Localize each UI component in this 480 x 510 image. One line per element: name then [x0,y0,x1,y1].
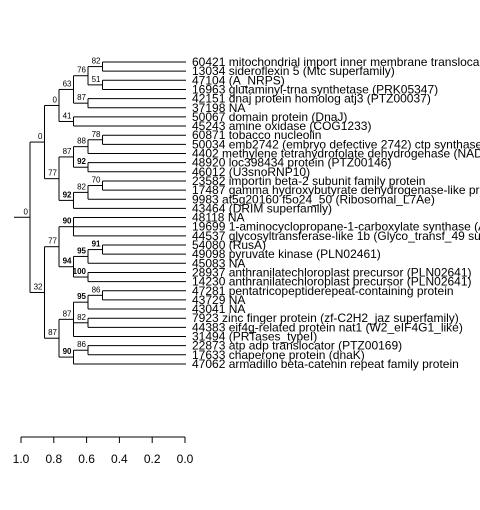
support-value: 41 [63,111,72,120]
leaf-label: 16963 glutaminyl-trna synthetase (PRK053… [192,82,438,96]
axis-tick-label: 1.0 [13,452,30,466]
support-value: 78 [92,130,101,139]
support-value: 91 [92,240,101,249]
support-value: 82 [77,182,86,191]
leaf-label: 49098 pyruvate kinase (PLN02461) [192,247,381,261]
leaf-labels: 60421 mitochondrial import inner membran… [192,55,480,371]
leaf-label: 9983 at5g20160 f5o24_50 (Ribosomal_L7Ae) [192,192,435,206]
support-value: 76 [77,66,86,75]
support-value: 87 [63,147,72,156]
support-value: 92 [77,157,86,166]
support-value: 0 [38,132,43,141]
support-values: 0 0 0 63 76 82 51 87 41 77 87 88 78 92 92 82 70 32 77 90 94 9… [24,57,101,357]
leaf-label: 54080 (RusA) [192,238,266,252]
support-value: 95 [77,246,86,255]
support-value: 92 [63,190,72,199]
support-value: 100 [73,267,87,276]
leaf-label: 45243 amine oxidase (COG1233) [192,119,371,133]
support-value: 0 [53,95,58,104]
support-value: 90 [63,347,72,356]
leaf-label: 37198 NA [192,101,245,115]
leaf-label: 23582 importin beta-2 subunit family pro… [192,174,425,188]
leaf-label: 47062 armadillo beta-catenin repeat fami… [192,357,459,371]
support-value: 88 [77,137,86,146]
leaf-label: 31494 (PRTases_typeI) [192,330,317,344]
support-value: 87 [48,328,57,337]
leaf-label: 43464 (DRIM superfamily) [192,201,332,215]
leaf-label: 44537 glycosyltransferase-like 1b (Glyco… [192,229,480,243]
axis-tick-label: 0.4 [111,452,128,466]
tree-branches [14,61,186,365]
leaf-label: 46012 (U3snoRNP10) [192,165,310,179]
axis-tick-label: 0.6 [78,452,95,466]
support-value: 51 [92,75,101,84]
leaf-label: 4402 methylene tetrahydrofolate dehydrog… [192,147,480,161]
leaf-label: 13034 sideroflexin 5 (Mtc superfamily) [192,64,395,78]
support-value: 90 [63,217,72,226]
support-value: 95 [77,292,86,301]
leaf-label: 43729 NA [192,293,245,307]
support-value: 0 [24,207,29,216]
support-value: 70 [92,176,101,185]
leaf-label: 45083 NA [192,256,245,270]
leaf-label: 60871 tobacco nucleolin [192,128,321,142]
leaf-label: 48920 loc398434 protein (PTZ00146) [192,156,391,170]
leaf-label: 42151 dnaj protein homolog atj3 (PTZ0003… [192,92,431,106]
leaf-label: 17633 chaperone protein (dnaK) [192,348,365,362]
support-value: 77 [48,169,57,178]
leaf-label: 60421 mitochondrial import inner membran… [192,55,480,69]
leaf-label: 22873 atp adp translocator (PTZ00169) [192,339,402,353]
distance-axis: 1.0 0.8 0.6 0.4 0.2 0.0 [13,436,194,466]
leaf-label: 44383 eif4g-related protein nat1 (W2_eIF… [192,320,463,334]
leaf-label: 43041 NA [192,302,245,316]
axis-tick-label: 0.0 [177,452,194,466]
support-value: 86 [77,340,86,349]
support-value: 77 [48,237,57,246]
leaf-label: 28937 anthranilatechloroplast precursor … [192,265,472,279]
leaf-label: 47281 pentatricopeptiderepeat-containing… [192,284,454,298]
leaf-label: 19699 1-aminocyclopropane-1-carboxylate … [192,220,480,234]
support-value: 82 [77,313,86,322]
leaf-label: 50067 domain protein (DnaJ) [192,110,347,124]
leaf-label: 17487 gamma hydroxybutyrate dehydrogenas… [192,183,480,197]
axis-tick-label: 0.8 [45,452,62,466]
support-value: 87 [77,93,86,102]
axis-tick-label: 0.2 [144,452,161,466]
leaf-label: 47104 (A_NRPS) [192,73,285,87]
leaf-label: 14230 anthranilatechloroplast precursor … [192,275,472,289]
support-value: 82 [92,57,101,66]
support-value: 63 [63,79,72,88]
leaf-label: 48118 NA [192,211,244,225]
leaf-label: 50034 emb2742 (embryo defective 2742) ct… [192,137,480,151]
support-value: 32 [34,282,43,291]
leaf-label: 7923 zinc finger protein (zf-C2H2_jaz su… [192,311,459,325]
support-value: 86 [92,285,101,294]
support-value: 87 [63,309,72,318]
support-value: 94 [63,257,72,266]
